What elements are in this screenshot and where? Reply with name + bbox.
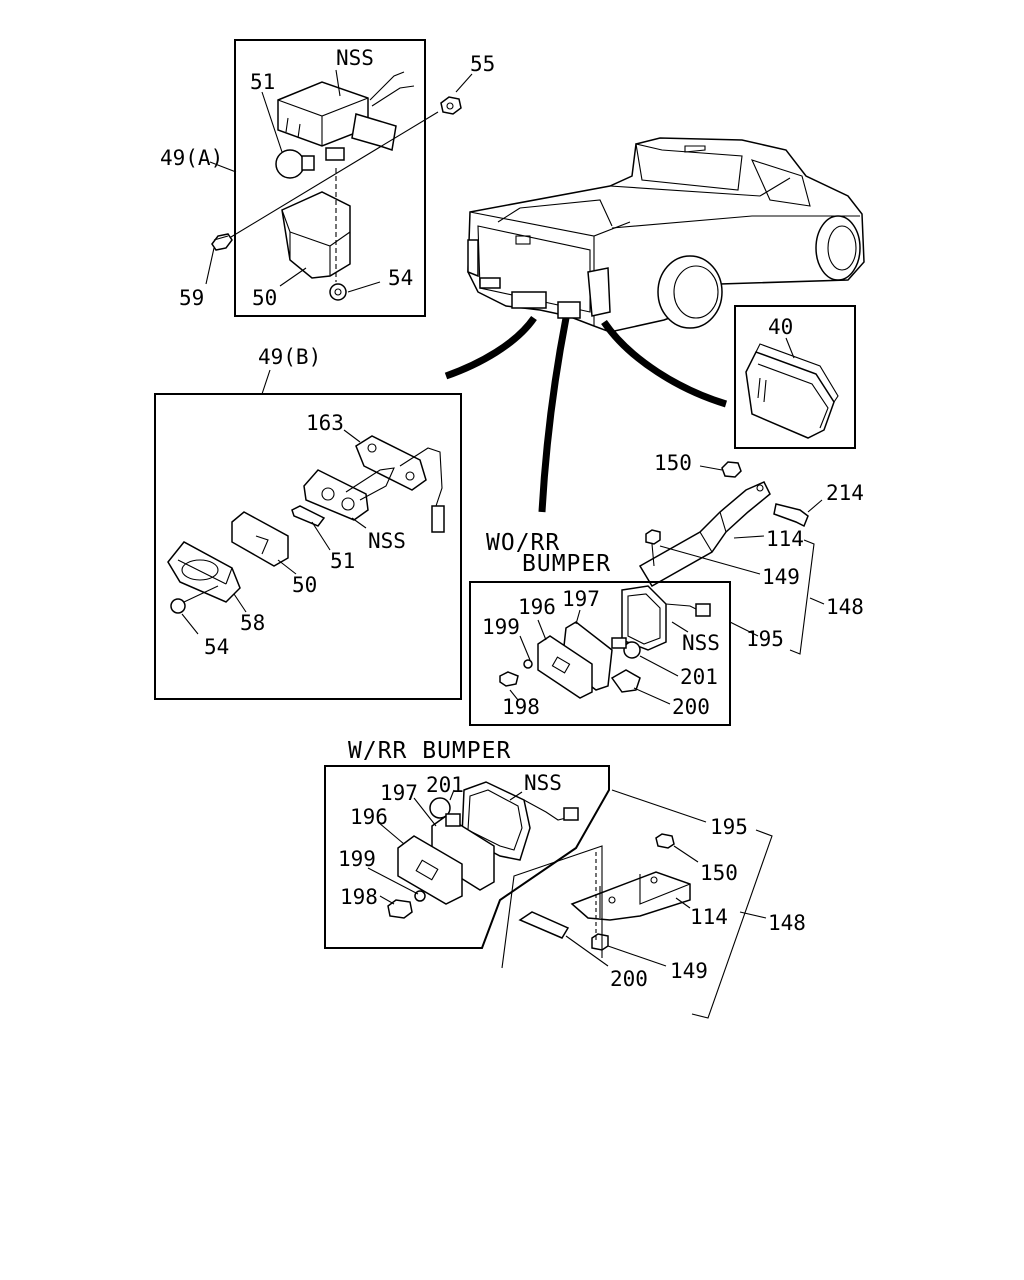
assembly-axis-line [225,111,439,241]
bulb-201-icon [611,637,641,659]
label-b-50: 50 [292,573,317,597]
bracket-114b-icon [570,871,691,921]
bracket-114-icon [638,481,771,588]
label-d-196: 196 [350,805,388,829]
washer-199-icon [523,659,533,669]
callout-49b-stroke [444,315,537,380]
bracket-148-brace [789,539,815,655]
label-c-199: 199 [482,615,520,639]
label-d-nss: NSS [524,771,562,795]
label-49b: 49(B) [258,345,321,369]
label-b-nss: NSS [368,529,406,553]
label-a-55: 55 [470,52,495,76]
clip-200-icon [610,669,641,693]
pickup-truck-icon [467,137,865,333]
label-b-51: 51 [330,549,355,573]
wo-rr-header-line1: WO/RR [486,530,560,556]
label-d-197: 197 [380,781,418,805]
label-d-114: 114 [690,905,728,929]
label-d-150: 150 [700,861,738,885]
label-d-148: 148 [768,911,806,935]
w-rr-bumper-group: W/RR BUMPER [324,738,806,1019]
label-c-nss: NSS [682,631,720,655]
screw-198b-icon [387,899,413,919]
assembly-49a-frame [234,39,426,317]
label-c-198: 198 [502,695,540,719]
lamp-40-box: 40 [734,305,856,449]
label-a-59: 59 [179,286,204,310]
label-c-150: 150 [654,451,692,475]
screw-198-icon [499,671,519,687]
label-c-200: 200 [672,695,710,719]
callout-wo-rr-stroke [538,317,570,513]
label-a-nss: NSS [336,46,374,70]
washer-199b-icon [414,890,426,902]
screw-149b-icon [591,933,609,951]
screw-149-icon [645,529,661,567]
label-a-49a: 49(A) [160,146,223,170]
wo-rr-header-line2: BUMPER [522,551,611,577]
label-c-114: 114 [766,527,804,551]
bulb-51-icon [275,149,315,179]
nut-55-icon [440,96,462,115]
bulb-201b-icon [429,797,461,827]
label-d-198: 198 [340,885,378,909]
label-c-214: 214 [826,481,864,505]
clip-200b-icon [518,911,570,939]
label-a-54: 54 [388,266,413,290]
lens-196-icon [537,635,593,699]
w-rr-lamp-frame [324,765,610,949]
label-d-199: 199 [338,847,376,871]
nut-54-icon [329,283,347,301]
nut-150-icon [721,461,742,478]
assembly-49a: NSS 51 55 49(A) 59 50 54 [160,39,495,317]
label-c-201: 201 [680,665,718,689]
screw-54b-icon [170,585,219,614]
nut-150b-icon [655,833,675,849]
label-c-195: 195 [746,627,784,651]
bolt-214-icon [773,503,809,528]
lens-50-icon [281,191,351,279]
assembly-49b-frame [154,393,462,700]
screw-59-icon [211,233,233,251]
label-d-201: 201 [426,773,464,797]
label-c-196: 196 [518,595,556,619]
socket-nss-icon [303,467,395,521]
callout-40-stroke [601,320,728,408]
label-d-149: 149 [670,959,708,983]
w-rr-header: W/RR BUMPER [348,738,511,764]
label-b-163: 163 [306,411,344,435]
bulb-51b-icon [291,505,326,527]
label-c-197: 197 [562,587,600,611]
label-a-51: 51 [250,70,275,94]
label-40: 40 [768,315,793,339]
label-d-195: 195 [710,815,748,839]
lamp-housing-icon [277,71,415,161]
assembly-49b: 49(B) 163 NSS 51 50 58 54 [154,345,462,700]
wo-rr-bumper-group: WO/RR BUMPER [469,451,864,726]
bracket-163-icon [355,435,445,533]
label-b-54: 54 [204,635,229,659]
label-d-200: 200 [610,967,648,991]
label-c-148: 148 [826,595,864,619]
label-b-58: 58 [240,611,265,635]
lens-196b-icon [397,835,463,905]
lamp-40-icon [745,343,839,439]
label-c-149: 149 [762,565,800,589]
lens-50b-icon [231,511,289,567]
label-a-50: 50 [252,286,277,310]
bracket-148b-brace [691,829,773,1019]
housing-58-icon [167,541,241,603]
lamp-40-frame [734,305,856,449]
wo-rr-lamp-frame [469,581,731,726]
